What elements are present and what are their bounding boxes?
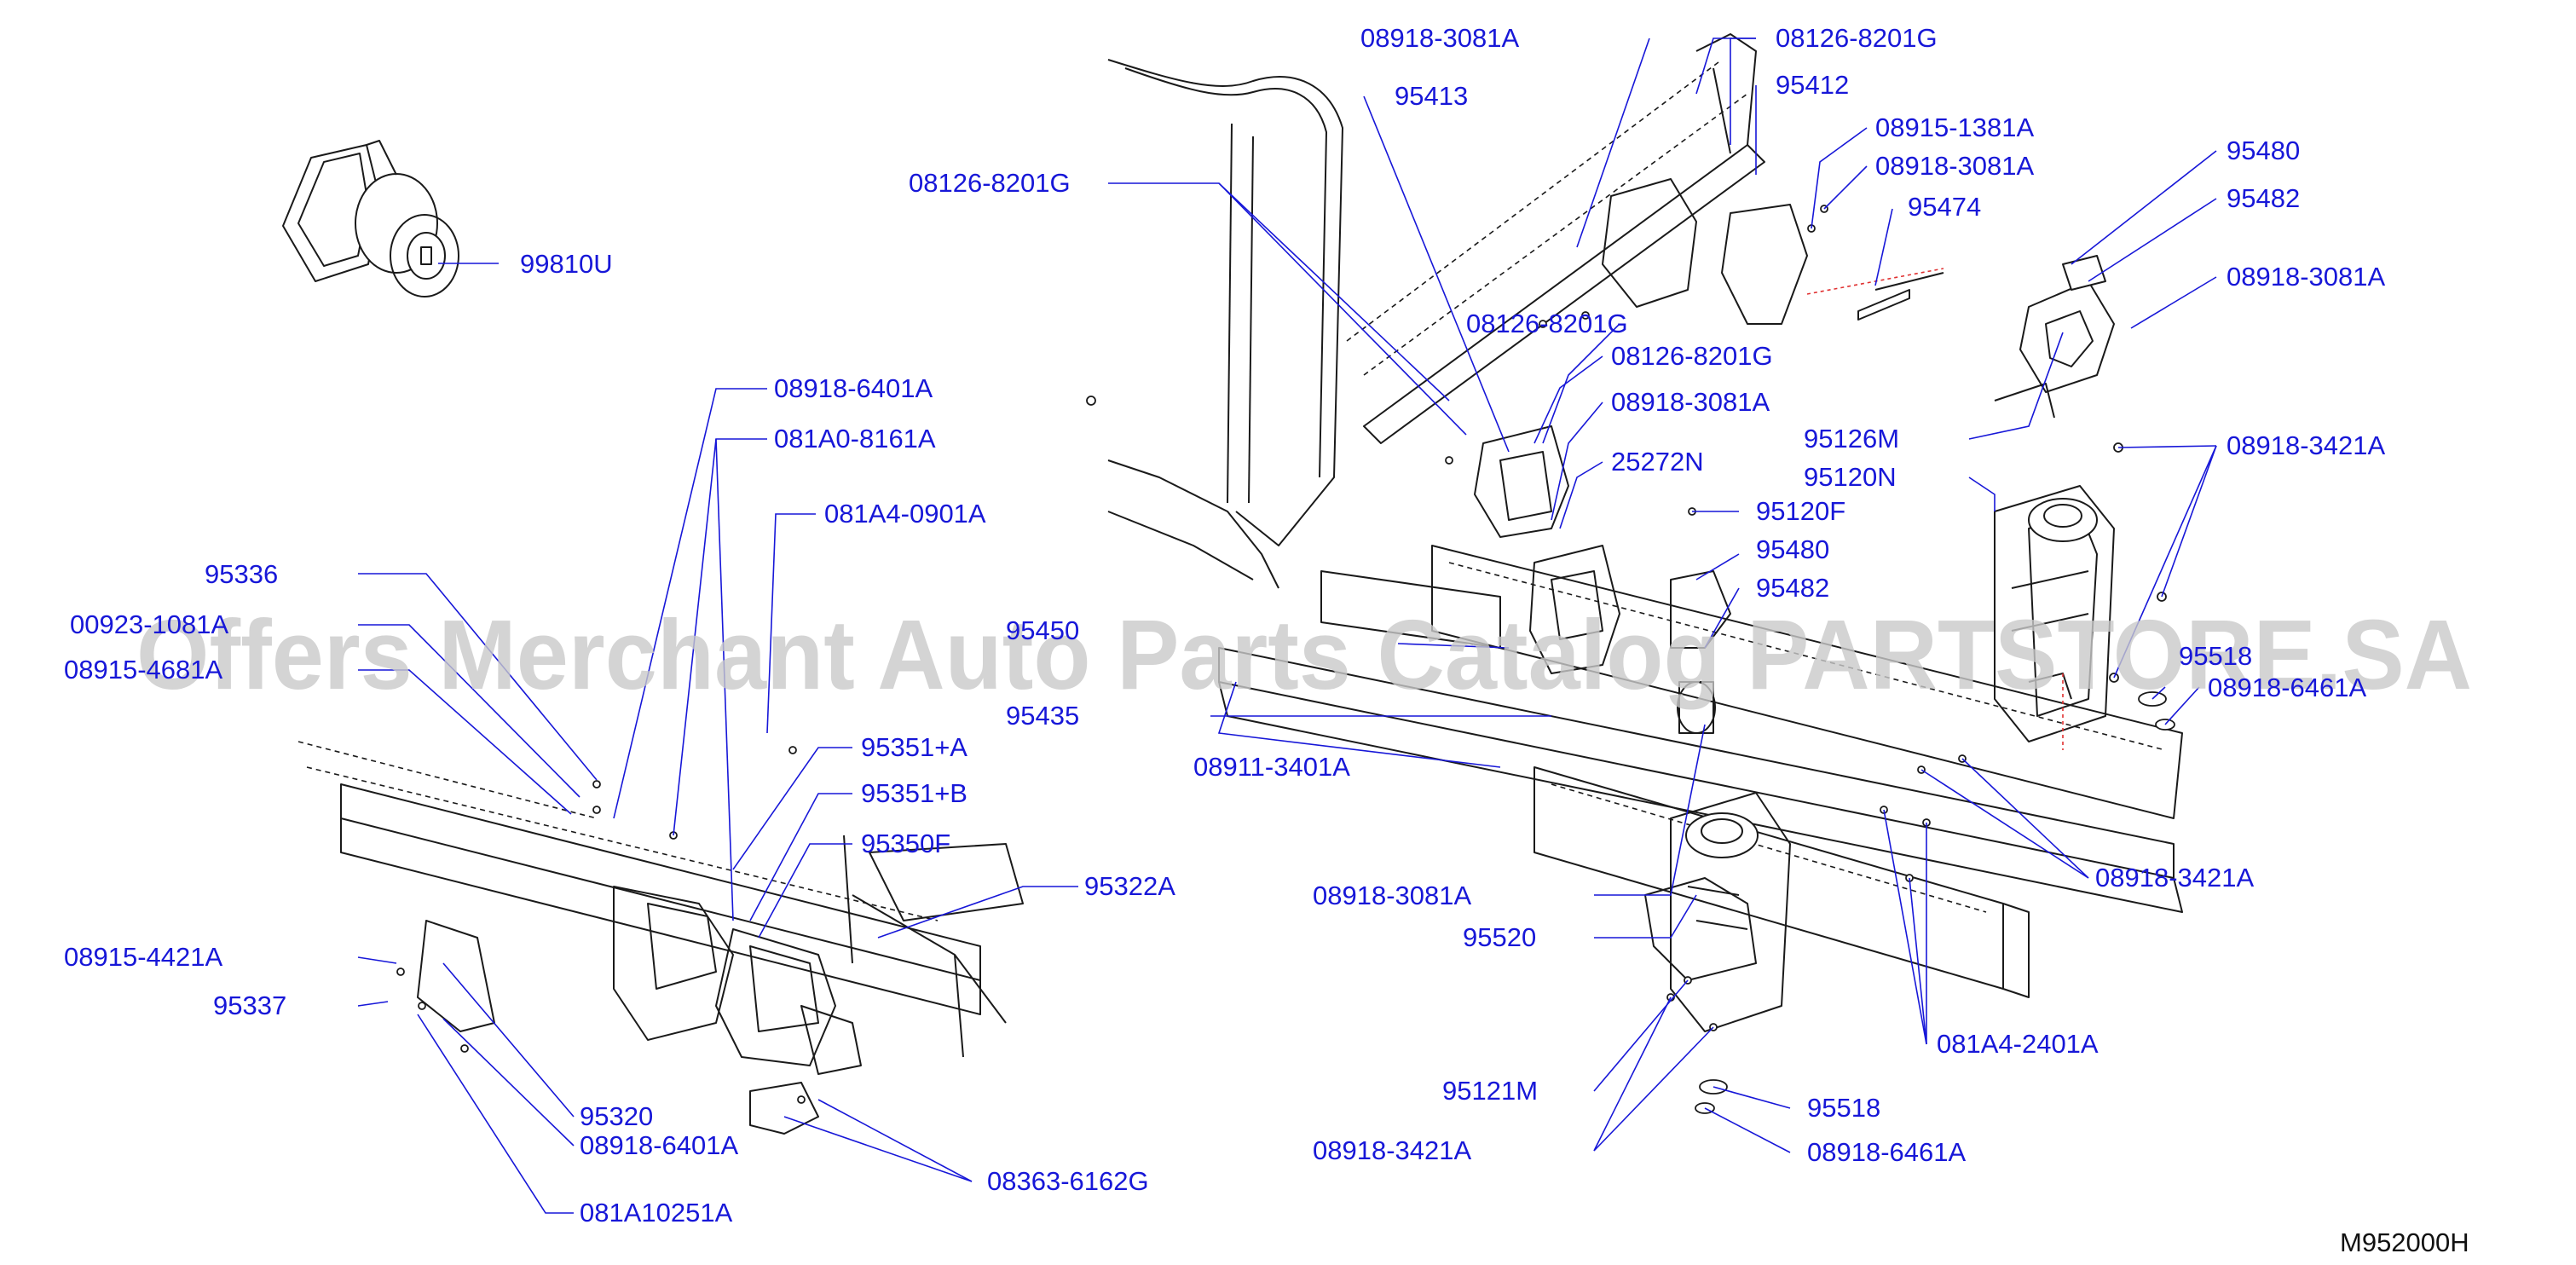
part-callout-08126-8201g-mid2[interactable]: 08126-8201G xyxy=(1611,341,1773,371)
part-callout-95337[interactable]: 95337 xyxy=(213,991,286,1020)
part-callout-081a10251a[interactable]: 081A10251A xyxy=(580,1198,733,1227)
part-callout-08918-6401a[interactable]: 08918-6401A xyxy=(774,373,933,403)
part-callout-95450[interactable]: 95450 xyxy=(1006,615,1079,645)
part-callout-081a4-0901a[interactable]: 081A4-0901A xyxy=(824,499,986,529)
part-callout-95480-right[interactable]: 95480 xyxy=(2227,136,2300,165)
part-callout-08363-6162g[interactable]: 08363-6162G xyxy=(987,1166,1149,1196)
seat-riser-lower-part xyxy=(1644,792,1791,1032)
part-callout-08918-6461a-right[interactable]: 08918-6461A xyxy=(2208,673,2366,702)
part-callout-08918-3421a-low[interactable]: 08918-3421A xyxy=(1313,1135,1471,1165)
watermark-text: Offers Merchant Auto Parts Catalog PARTS… xyxy=(136,599,2472,710)
part-callout-08918-3081a-right[interactable]: 08918-3081A xyxy=(2227,262,2385,292)
part-callout-95120n[interactable]: 95120N xyxy=(1804,462,1897,492)
part-callout-08911-3401a[interactable]: 08911-3401A xyxy=(1193,752,1350,782)
hardware-part xyxy=(396,205,2175,1114)
part-callout-95351b[interactable]: 95351+B xyxy=(861,778,967,808)
retractor-part xyxy=(1994,255,2115,419)
part-callout-95126m[interactable]: 95126M xyxy=(1804,424,1899,453)
part-callout-08918-6401a-lower[interactable]: 08918-6401A xyxy=(580,1130,738,1160)
diagram-code: M952000H xyxy=(2340,1227,2469,1257)
part-callout-95351a[interactable]: 95351+A xyxy=(861,732,967,762)
part-callout-95480-mid[interactable]: 95480 xyxy=(1756,534,1829,564)
floor-beam-part xyxy=(1218,545,2183,998)
part-callout-25272n[interactable]: 25272N xyxy=(1611,447,1704,477)
latch-assembly-part xyxy=(1474,178,1808,734)
part-callout-95121m[interactable]: 95121M xyxy=(1442,1076,1538,1106)
part-callout-081a0-8161a[interactable]: 081A0-8161A xyxy=(774,424,936,453)
part-callout-99810u[interactable]: 99810U xyxy=(520,249,613,279)
callout-labels: 99810U 08918-6401A 081A0-8161A 081A4-090… xyxy=(64,23,2385,1227)
part-callout-08918-3081a-b[interactable]: 08918-3081A xyxy=(1875,151,2034,181)
part-callout-08918-3081a-top[interactable]: 08918-3081A xyxy=(1360,23,1519,53)
part-callout-081a4-2401a[interactable]: 081A4-2401A xyxy=(1937,1029,2099,1059)
part-callout-95320[interactable]: 95320 xyxy=(580,1101,653,1131)
part-callout-95518-right[interactable]: 95518 xyxy=(2179,641,2252,671)
part-callout-08915-4681a[interactable]: 08915-4681A xyxy=(64,655,222,684)
part-callout-95520[interactable]: 95520 xyxy=(1463,922,1536,952)
seat-riser-part xyxy=(1994,485,2115,742)
part-callout-08126-8201g-top[interactable]: 08126-8201G xyxy=(1776,23,1938,53)
part-callout-08918-3081a-low[interactable]: 08918-3081A xyxy=(1313,881,1471,910)
part-callout-08126-8201g-left[interactable]: 08126-8201G xyxy=(909,168,1071,198)
left-floor-part xyxy=(297,741,1024,1135)
line-art xyxy=(282,33,2183,1135)
key-cylinder-part xyxy=(282,140,459,297)
leader-lines xyxy=(357,38,2217,1214)
cab-frame-part xyxy=(1107,33,1765,589)
part-callout-95350f[interactable]: 95350F xyxy=(861,829,950,858)
part-callout-95482-mid[interactable]: 95482 xyxy=(1756,573,1829,603)
part-callout-08918-3421a-right[interactable]: 08918-3421A xyxy=(2227,430,2385,460)
part-callout-08915-1381a[interactable]: 08915-1381A xyxy=(1875,113,2034,142)
part-callout-08918-3421a-mid[interactable]: 08918-3421A xyxy=(2095,863,2254,892)
part-callout-00923-1081a[interactable]: 00923-1081A xyxy=(70,609,228,639)
part-callout-08915-4421a[interactable]: 08915-4421A xyxy=(64,942,222,972)
part-callout-95412[interactable]: 95412 xyxy=(1776,70,1849,100)
part-callout-95120f[interactable]: 95120F xyxy=(1756,496,1845,526)
part-callout-08918-3081a-mid[interactable]: 08918-3081A xyxy=(1611,387,1770,417)
part-callout-95474[interactable]: 95474 xyxy=(1908,192,1981,222)
part-callout-95413[interactable]: 95413 xyxy=(1395,81,1468,111)
part-callout-95482-right[interactable]: 95482 xyxy=(2227,183,2300,213)
part-callout-95322a[interactable]: 95322A xyxy=(1084,871,1175,901)
part-callout-08918-6461a-low[interactable]: 08918-6461A xyxy=(1807,1137,1966,1167)
part-callout-95336[interactable]: 95336 xyxy=(205,559,278,589)
part-callout-08126-8201g-mid[interactable]: 08126-8201G xyxy=(1466,309,1628,338)
part-callout-95435[interactable]: 95435 xyxy=(1006,701,1079,731)
part-callout-95518-low[interactable]: 95518 xyxy=(1807,1093,1880,1123)
